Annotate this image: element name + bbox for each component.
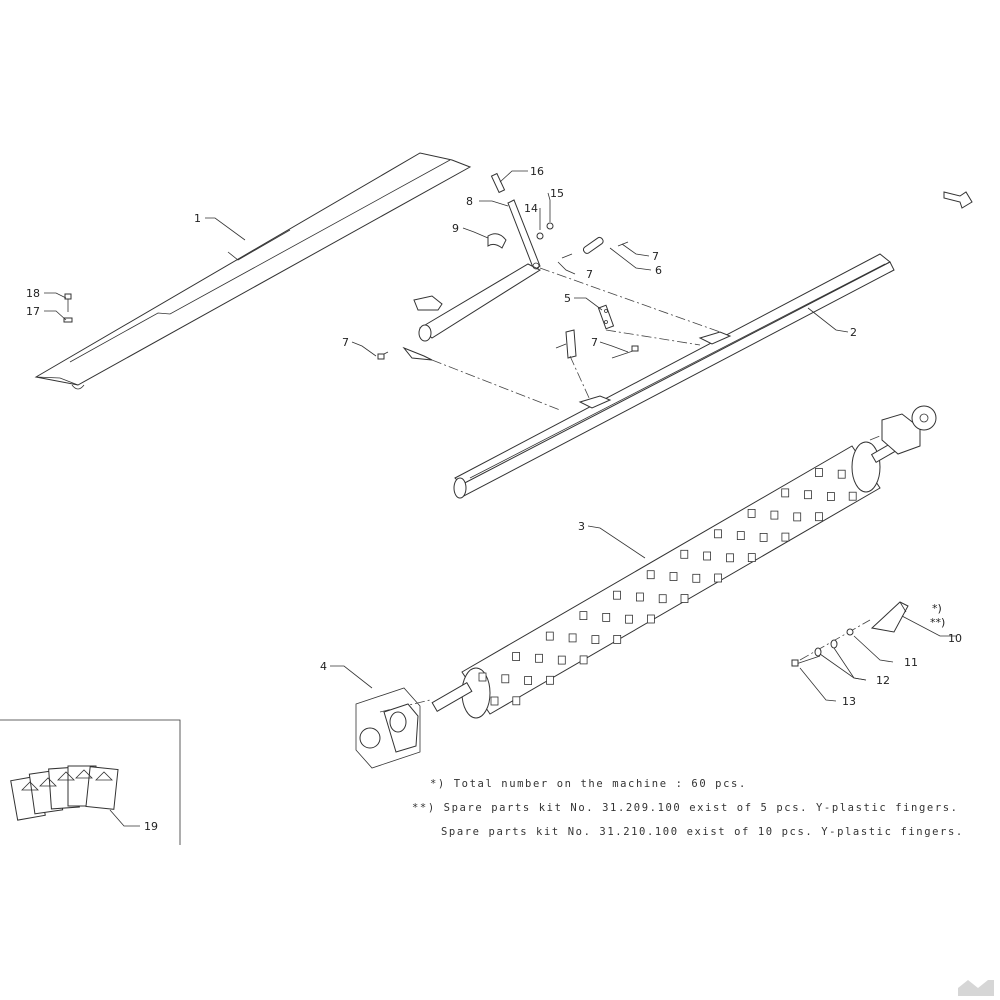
drum-finger [478, 672, 487, 682]
callout-7-a: 7 [652, 250, 659, 263]
callout-15: 15 [550, 187, 564, 200]
drum-finger [781, 488, 790, 498]
callout-8: 8 [466, 195, 473, 208]
bolt-7-left [377, 351, 389, 360]
callout-9: 9 [452, 222, 459, 235]
drum-finger [692, 573, 701, 583]
drum-finger [827, 492, 835, 501]
callout-18: 18 [26, 287, 40, 300]
drum-finger [804, 490, 812, 500]
drum-finger [837, 469, 846, 479]
drum-finger [524, 676, 532, 685]
drum-finger [747, 553, 756, 562]
drum-end-bearing [881, 405, 937, 455]
callout-14: 14 [524, 202, 538, 215]
drum-finger [636, 592, 644, 602]
drum-finger [848, 491, 857, 501]
drum-finger [613, 635, 622, 644]
part-11-13-hardware [791, 628, 854, 667]
part-5-strap [597, 304, 615, 330]
drum-finger [714, 529, 722, 539]
part-8-lever-shaft [418, 199, 542, 342]
part-6-link [582, 236, 629, 254]
part-16-pin [490, 172, 506, 194]
callout-12: 12 [876, 674, 890, 687]
drum-finger [625, 614, 633, 624]
drum-finger [781, 532, 790, 542]
drum-finger [512, 696, 521, 706]
callout-3: 3 [578, 520, 585, 533]
drum-finger [680, 549, 689, 559]
callout-7-b: 7 [586, 268, 593, 281]
drum-finger [747, 508, 756, 518]
drum-finger [579, 655, 588, 665]
callout-1: 1 [194, 212, 201, 225]
drum-finger [490, 696, 499, 706]
callout-5: 5 [564, 292, 571, 305]
bracket-clip [402, 295, 443, 361]
decal-stack-icon [10, 765, 119, 821]
callout-4: 4 [320, 660, 327, 673]
drum-finger [591, 635, 600, 644]
drum-finger [770, 510, 779, 520]
part-1-cover-plate [34, 152, 472, 390]
callout-10-mark-1: *) [932, 602, 942, 615]
bracket-center [555, 329, 577, 359]
drum-finger [602, 613, 611, 622]
callout-19: 19 [144, 820, 158, 833]
note-spare-kit-5: **) Spare parts kit No. 31.209.100 exist… [412, 802, 959, 814]
drum-finger [815, 512, 823, 522]
drum-finger [759, 533, 768, 542]
drum-finger [714, 573, 722, 583]
drum-finger [557, 655, 566, 665]
brand-watermark-icon [958, 980, 994, 996]
drum-finger [646, 570, 655, 580]
callout-6: 6 [655, 264, 662, 277]
callout-11: 11 [904, 656, 918, 669]
drum-finger [658, 594, 667, 604]
drum-finger [535, 653, 543, 663]
callout-labels: 1 2 3 4 5 6 7 7 7 7 8 9 10 *) **) 11 12 … [26, 165, 962, 833]
drum-fingers [478, 468, 857, 706]
part-2-beam [453, 253, 895, 499]
arrow-icon [943, 191, 973, 209]
callout-10-mark-2: **) [930, 616, 945, 629]
part-9-hook [487, 233, 507, 249]
bolt-7-right [611, 345, 639, 359]
drum-finger [579, 611, 588, 620]
leader-lines [44, 170, 956, 827]
note-spare-kit-10: Spare parts kit No. 31.210.100 exist of … [441, 826, 964, 838]
part-4-bearing [355, 687, 421, 769]
drum-finger [793, 512, 802, 522]
drum-finger [613, 590, 621, 600]
part-10-finger [870, 601, 909, 633]
drum-finger [546, 675, 554, 685]
part-14-15-hardware [536, 222, 573, 259]
part-17-18-bolt [63, 293, 73, 323]
callout-2: 2 [850, 326, 857, 339]
part-19-decal-sheet [0, 719, 181, 845]
callout-7-c: 7 [591, 336, 598, 349]
drum-finger [815, 468, 823, 477]
callout-10: 10 [948, 632, 962, 645]
callout-16: 16 [530, 165, 544, 178]
drum-finger [680, 594, 689, 603]
drum-finger [501, 674, 510, 684]
drum-finger [726, 553, 734, 563]
note-total-number: *) Total number on the machine : 60 pcs. [430, 778, 747, 790]
drum-finger [736, 531, 745, 540]
callout-17: 17 [26, 305, 40, 318]
drum-finger [568, 633, 577, 643]
drum-finger [703, 551, 711, 561]
drum-finger [512, 652, 520, 661]
drum-finger [669, 572, 678, 581]
callout-13: 13 [842, 695, 856, 708]
drum-finger [545, 631, 554, 641]
drum-finger [647, 614, 655, 624]
callout-7-d: 7 [342, 336, 349, 349]
